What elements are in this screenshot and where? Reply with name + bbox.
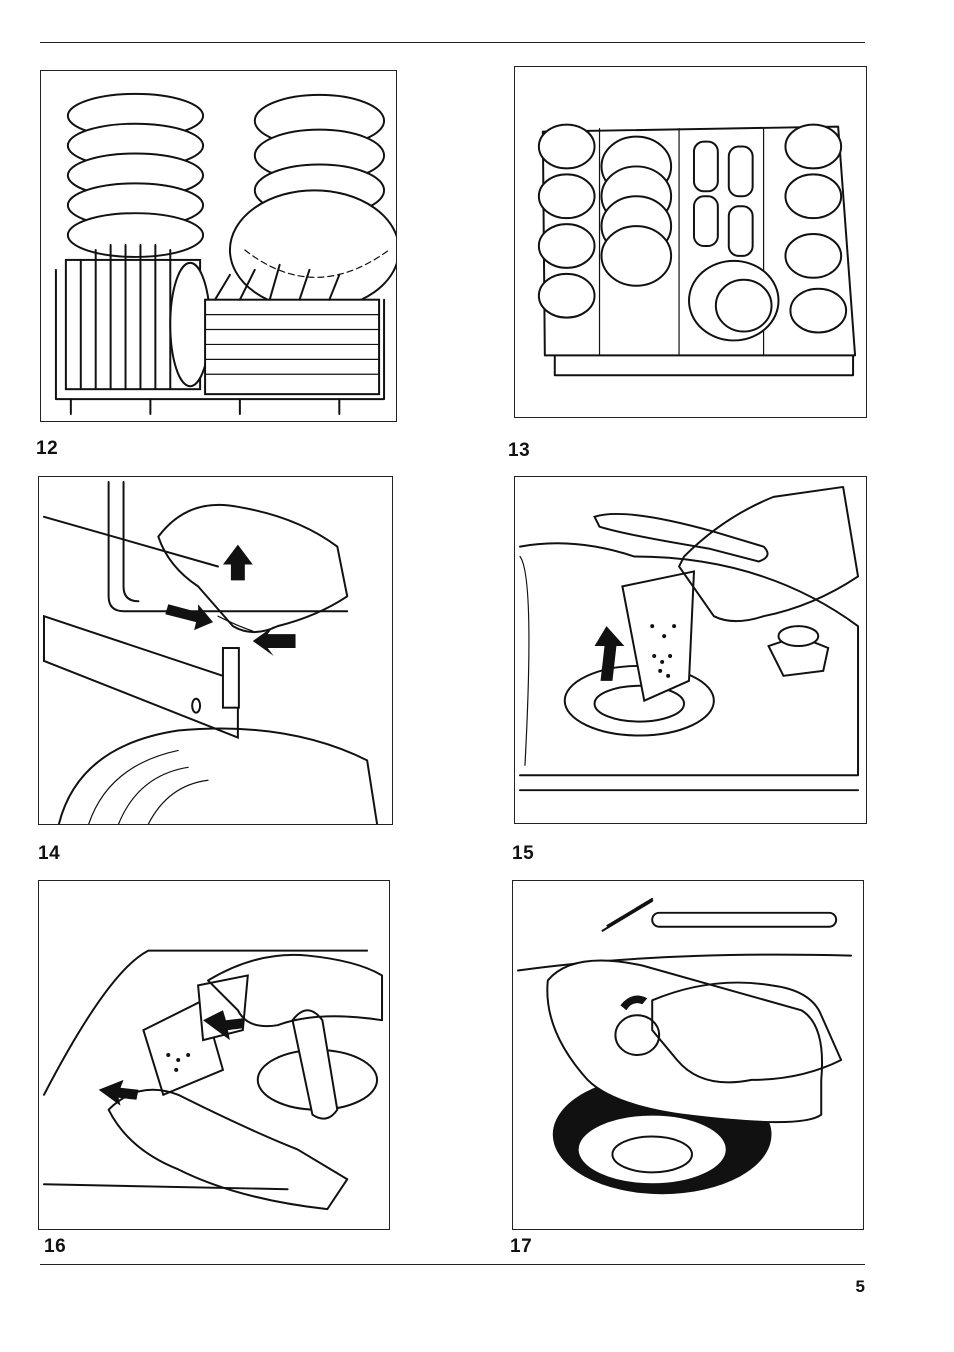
plates-back-row (68, 94, 203, 257)
figure-16-illustration (38, 880, 390, 1230)
figure-15-drawing (515, 477, 866, 823)
drum-below (59, 729, 377, 824)
page-number: 5 (856, 1277, 865, 1297)
figure-17-label: 17 (510, 1236, 532, 1258)
figure-17-illustration (512, 880, 864, 1230)
figure-17-drawing (513, 881, 863, 1229)
rail-stop (223, 648, 239, 708)
figure-13-illustration (514, 66, 867, 418)
figure-13-drawing (515, 67, 866, 417)
figure-12-illustration (40, 70, 397, 422)
figure-14-illustration (38, 476, 393, 825)
nut (769, 626, 829, 676)
top-rule (40, 42, 865, 43)
figure-16-label: 16 (44, 1236, 66, 1258)
arrow-up (223, 545, 253, 581)
guide-rail (44, 616, 238, 737)
arrow-right (165, 604, 213, 630)
figure-15-label: 15 (512, 843, 534, 865)
spray-arm-hub (258, 1010, 377, 1118)
arrow-left (253, 626, 296, 656)
filter-parts (143, 975, 247, 1094)
basket-frame-wires (44, 482, 347, 611)
glasses (689, 142, 778, 341)
tub-top (518, 899, 851, 971)
plates-right-stack (230, 95, 396, 310)
saucers-center (602, 137, 672, 286)
spray-arm (595, 514, 768, 562)
figure-12-drawing (41, 71, 396, 421)
figure-16-drawing (39, 881, 389, 1229)
cups-right-column (785, 125, 846, 333)
figure-13-label: 13 (508, 440, 530, 462)
bottom-rule (40, 1264, 865, 1265)
figure-14-label: 14 (38, 843, 60, 865)
cups-left-column (539, 125, 595, 318)
plates-front-rack (66, 245, 210, 389)
figure-12-label: 12 (36, 438, 58, 460)
figure-14-drawing (39, 477, 392, 824)
figure-15-illustration (514, 476, 867, 824)
hand-outline (679, 487, 858, 621)
